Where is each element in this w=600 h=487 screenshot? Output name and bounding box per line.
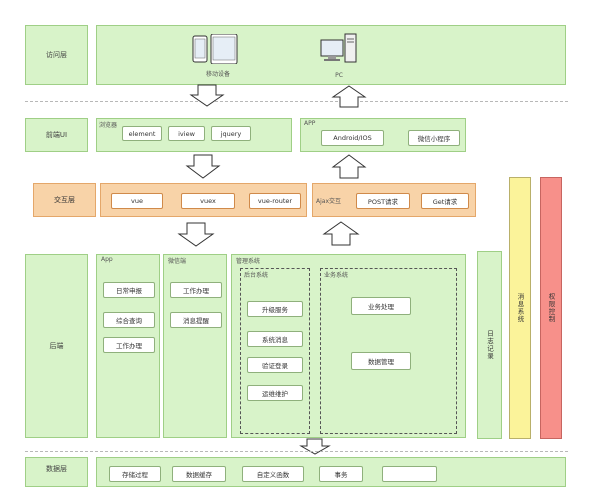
permission-column: 权限控制 xyxy=(540,177,562,439)
down-arrow-2 xyxy=(185,154,221,179)
message-system-column: 消息系统 xyxy=(509,177,531,439)
wechat-item-message: 消息提醒 xyxy=(170,312,222,328)
mgmt-sub1-item-ops: 运维维护 xyxy=(247,385,303,401)
backend-app-tag: App xyxy=(101,256,113,263)
web-item-jquery: jquery xyxy=(211,126,251,141)
ajax-tag: Ajax交互 xyxy=(316,198,341,205)
backend-app-panel: App 日常申报 综合查询 工作办理 xyxy=(96,254,160,438)
mgmt-tag: 管理系统 xyxy=(236,258,261,265)
wechat-item-work: 工作办理 xyxy=(170,282,222,298)
web-item-element: element xyxy=(122,126,162,141)
web-item-iview: iview xyxy=(168,126,205,141)
mgmt-sub1-tag: 后台系统 xyxy=(244,272,269,279)
separator-1 xyxy=(25,101,568,102)
mgmt-sub2-tag: 业务系统 xyxy=(324,272,349,279)
backend-wechat-panel: 微信端 工作办理 消息提醒 xyxy=(163,254,227,438)
backend-app-item-work: 工作办理 xyxy=(103,337,155,353)
up-arrow-2 xyxy=(331,154,367,179)
vue-item-vue-router: vue-router xyxy=(249,193,301,209)
mobile-device-icon xyxy=(192,34,238,64)
mobile-label: 移动设备 xyxy=(205,71,230,78)
up-arrow-1 xyxy=(331,85,367,108)
mgmt-sub1-item-login: 验证登录 xyxy=(247,357,303,373)
mgmt-sub2-item-business: 业务处理 xyxy=(351,297,411,315)
vue-item-vuex: vuex xyxy=(181,193,235,209)
backend-app-item-query: 综合查询 xyxy=(103,312,155,328)
web-tag: 浏览器 xyxy=(99,122,118,129)
log-text: 日志记录 xyxy=(485,330,494,360)
up-arrow-3 xyxy=(322,221,360,246)
interaction-ajax-panel: Ajax交互 POST请求 Get请求 xyxy=(312,183,476,217)
down-arrow-3 xyxy=(177,222,215,247)
data-panel: 存储过程 数据缓存 自定义函数 事务 xyxy=(96,457,566,487)
access-panel: 移动设备 PC xyxy=(96,25,566,85)
ajax-item-get: Get请求 xyxy=(421,193,469,209)
app-item-wechat-mini: 微信小程序 xyxy=(408,130,460,146)
layer-interaction-text: 交互层 xyxy=(54,196,75,204)
mgmt-sub1-item-sysmsg: 系统消息 xyxy=(247,331,303,347)
data-item-cache: 数据缓存 xyxy=(172,466,226,482)
down-arrow-1 xyxy=(189,84,225,107)
layer-data-text: 数据层 xyxy=(46,465,67,473)
vue-item-vue: vue xyxy=(111,193,163,209)
pc-icon xyxy=(320,33,357,63)
mgmt-sub2-box: 业务系统 业务处理 数据管理 xyxy=(320,268,457,434)
data-item-blank xyxy=(382,466,437,482)
layer-frontend-text: 前端UI xyxy=(45,131,68,139)
backend-app-item-daily: 日常申报 xyxy=(103,282,155,298)
ajax-item-post: POST请求 xyxy=(356,193,410,209)
app-tag: APP xyxy=(304,120,316,127)
layer-backend-text: 后端 xyxy=(49,342,64,350)
frontend-web-panel: 浏览器 element iview jquery xyxy=(96,118,292,152)
mgmt-sub2-item-data: 数据管理 xyxy=(351,352,411,370)
mgmt-sub1-item-upgrade: 升级服务 xyxy=(247,301,303,317)
layer-label-interaction: 交互层 xyxy=(33,183,96,217)
interaction-vue-panel: vue vuex vue-router xyxy=(100,183,307,217)
data-item-transaction: 事务 xyxy=(319,466,363,482)
log-column: 日志记录 xyxy=(477,251,502,439)
separator-2 xyxy=(25,451,568,452)
data-item-procedure: 存储过程 xyxy=(109,466,161,482)
backend-wechat-tag: 微信端 xyxy=(168,258,187,265)
message-system-text: 消息系统 xyxy=(516,293,524,323)
layer-access-text: 访问层 xyxy=(46,51,67,59)
data-item-function: 自定义函数 xyxy=(242,466,304,482)
frontend-app-panel: APP Android/IOS 微信小程序 xyxy=(300,118,466,152)
mgmt-sub1-box: 后台系统 升级服务 系统消息 验证登录 运维维护 xyxy=(240,268,310,434)
app-item-android-ios: Android/IOS xyxy=(321,130,384,146)
backend-mgmt-panel: 管理系统 后台系统 升级服务 系统消息 验证登录 运维维护 业务系统 业务处理 … xyxy=(231,254,466,438)
layer-label-frontend: 前端UI xyxy=(25,118,88,152)
layer-label-backend: 后端 xyxy=(25,254,88,438)
permission-text: 权限控制 xyxy=(547,293,555,323)
layer-label-access: 访问层 xyxy=(25,25,88,85)
pc-label: PC xyxy=(335,72,343,79)
down-arrow-4 xyxy=(299,438,331,455)
layer-label-data: 数据层 xyxy=(25,457,88,487)
